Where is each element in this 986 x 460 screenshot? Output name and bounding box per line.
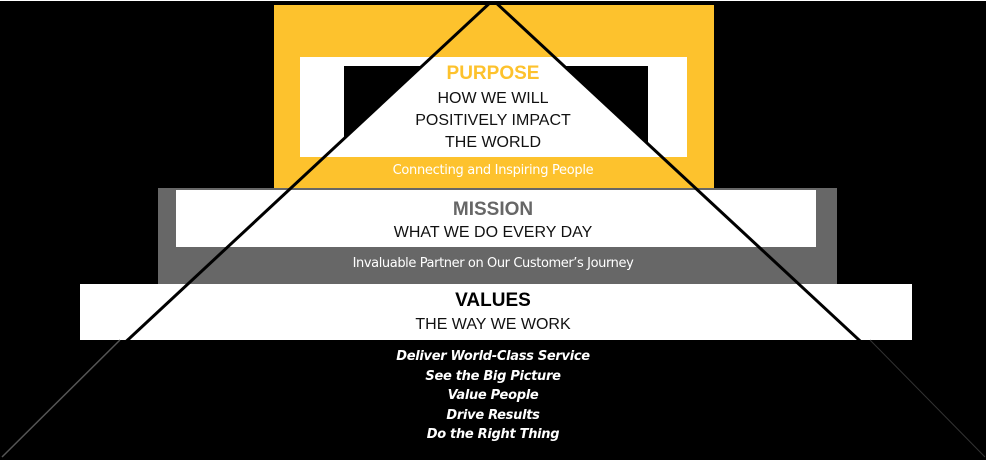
pyramid-right-edge bbox=[491, 0, 986, 459]
values-title: VALUES bbox=[455, 290, 531, 311]
purpose-subtitle: HOW WE WILL POSITIVELY IMPACT THE WORLD bbox=[0, 88, 986, 154]
value-item: Drive Results bbox=[446, 407, 540, 423]
values-subtitle: THE WAY WE WORK bbox=[415, 316, 571, 333]
purpose-subtitle-line: THE WORLD bbox=[445, 134, 541, 151]
pyramid-left-edge bbox=[0, 0, 495, 459]
mission-title: MISSION bbox=[452, 199, 534, 220]
purpose-subtitle-line: HOW WE WILL bbox=[437, 90, 549, 107]
value-item: Do the Right Thing bbox=[426, 427, 560, 442]
purpose-statement: Connecting and Inspiring People bbox=[392, 163, 594, 178]
values-label-panel bbox=[80, 284, 912, 340]
value-item: Deliver World-Class Service bbox=[396, 349, 590, 364]
value-item: See the Big Picture bbox=[425, 368, 561, 384]
purpose-title: PURPOSE bbox=[446, 63, 540, 84]
purpose-subtitle-line: POSITIVELY IMPACT bbox=[415, 112, 571, 129]
mission-subtitle: WHAT WE DO EVERY DAY bbox=[393, 224, 593, 241]
pyramid-left-edge-lower bbox=[1, 339, 121, 458]
value-item: Value People bbox=[447, 388, 539, 403]
pyramid-right-edge-lower bbox=[869, 339, 986, 458]
values-list: Deliver World-Class Service See the Big … bbox=[0, 347, 986, 445]
mission-statement: Invaluable Partner on Our Customer’s Jou… bbox=[352, 256, 634, 271]
